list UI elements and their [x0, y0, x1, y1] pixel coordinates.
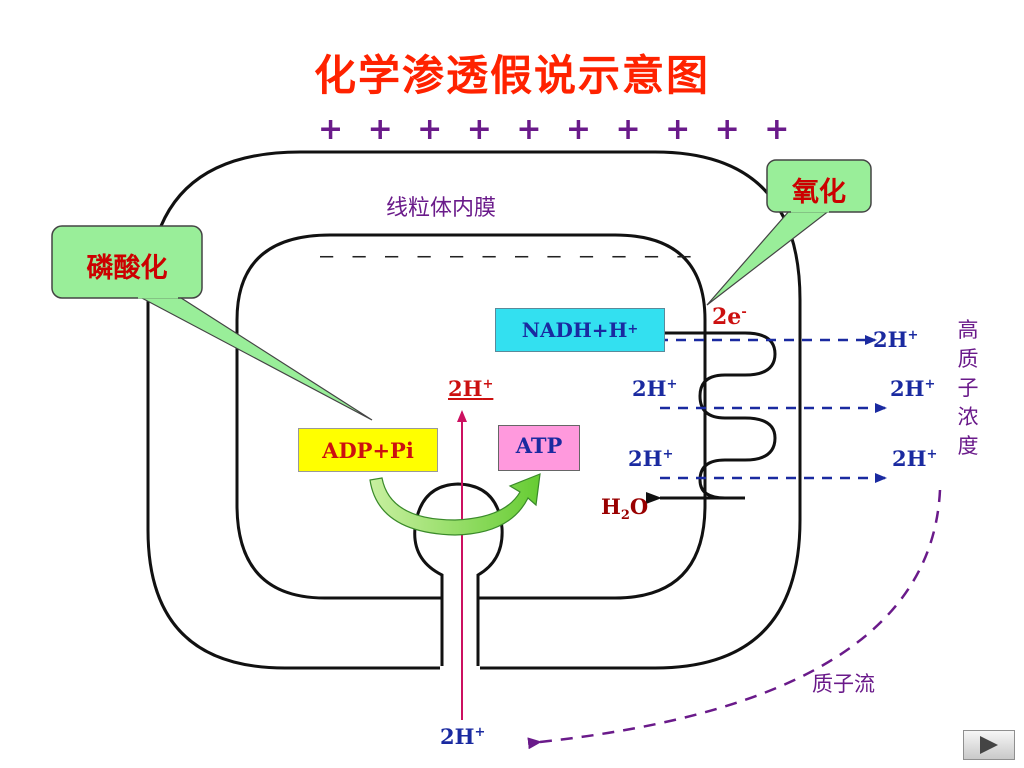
proton-row2-left-label: 2H+: [632, 376, 678, 401]
electron-transport-chain: [665, 331, 777, 500]
proton-row2-right-label: 2H+: [890, 376, 936, 401]
oxidation-callout-pointer: [706, 209, 832, 306]
high-proton-concentration-label: 高 质 子 浓 度: [957, 318, 979, 458]
phosphorylation-callout-bubble: [51, 225, 203, 299]
atp-synthase: [413, 482, 504, 668]
proton-bottom-label: 2H+: [440, 724, 486, 749]
next-slide-button[interactable]: [963, 730, 1015, 760]
oxidation-label: 氧化: [792, 177, 846, 208]
atp-text: ATP: [515, 432, 563, 458]
proton-flow-arrow: [527, 489, 942, 750]
proton-row1-right-label: 2H+: [873, 327, 919, 352]
proton-row3-right-label: 2H+: [892, 446, 938, 471]
proton-row3-left-label: 2H+: [628, 446, 674, 471]
phosphorylation-label: 磷酸化: [86, 253, 168, 284]
proton-inner-label: 2H+: [448, 376, 494, 401]
nadh-box: NADH+H+: [495, 308, 665, 352]
electrons-label: 2e-: [712, 304, 747, 330]
negative-charges: – – – – – – – – – – – –: [320, 244, 694, 269]
inner-membrane-line: [235, 233, 707, 600]
water-label: H2O: [601, 494, 649, 524]
proton-flow-label: 质子流: [812, 672, 875, 696]
adp-to-atp-arrow: [369, 473, 541, 536]
nadh-text: NADH+H: [521, 318, 628, 342]
play-next-icon: [980, 736, 998, 754]
adp-box: ADP+Pi: [298, 428, 438, 472]
positive-charges: + + + + + + + + + +: [318, 112, 797, 147]
inner-membrane-label: 线粒体内膜: [386, 196, 497, 221]
page-title: 化学渗透假说示意图: [313, 51, 710, 100]
atp-box: ATP: [498, 425, 580, 471]
adp-text: ADP+Pi: [322, 437, 414, 463]
